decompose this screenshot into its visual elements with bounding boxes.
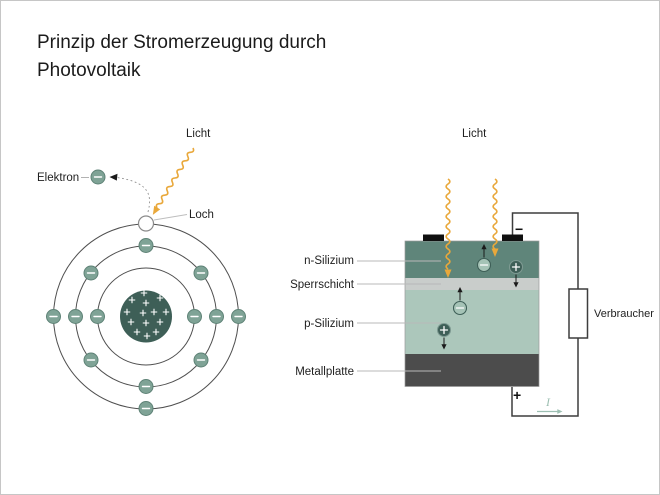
- top-contact-right: [502, 234, 523, 241]
- ray-arrowhead: [152, 205, 161, 215]
- light-ray-atom: [152, 147, 195, 215]
- hole: [137, 215, 155, 232]
- metallplatte-layer: [405, 354, 539, 387]
- ray-arrowhead: [491, 248, 499, 257]
- ray-arrowhead: [444, 269, 452, 278]
- page-title: Prinzip der Stromerzeugung durch Photovo…: [37, 32, 327, 81]
- wire-top: [511, 212, 579, 289]
- p-silizium-layer: [405, 290, 539, 354]
- nucleus-proton-plus-signs: [123, 289, 170, 340]
- plus-terminal-symbol: +: [513, 387, 522, 403]
- sperrschicht-label: Sperrschicht: [290, 278, 354, 291]
- wavy-ray: [155, 147, 195, 209]
- metallplatte-label: Metallplatte: [295, 365, 354, 378]
- atom-diagram: [46, 147, 246, 416]
- cell-electrons: [452, 257, 492, 316]
- elektron-label: Elektron: [37, 172, 80, 184]
- minus-terminal-symbol: −: [515, 221, 524, 237]
- wavy-ray-right: [492, 178, 498, 250]
- loch-pointer-line: [153, 214, 188, 221]
- sperrschicht-layer: [405, 278, 539, 290]
- cell-outline: [404, 240, 540, 387]
- n-silizium-label: n-Silizium: [304, 255, 354, 267]
- current-label: I: [546, 395, 550, 409]
- loch-label: Loch: [189, 209, 214, 221]
- atom-licht-label: Licht: [186, 128, 211, 140]
- electron-minus-signs: [49, 176, 243, 410]
- cell-licht-label: Licht: [462, 128, 487, 140]
- verbraucher-label: Verbraucher: [594, 308, 654, 320]
- top-contact-left: [423, 234, 444, 241]
- nucleus: [120, 290, 172, 343]
- wavy-ray-left: [445, 178, 451, 270]
- electron-ejection-path: [116, 177, 150, 213]
- current-arrow: [537, 409, 563, 414]
- carrier-charge-signs: [439, 262, 521, 335]
- ejection-arrowhead: [109, 173, 118, 181]
- light-rays-cell: [444, 178, 499, 278]
- carrier-arrows: [441, 244, 519, 350]
- layer-pointer-lines: [357, 260, 441, 372]
- p-silizium-label: p-Silizium: [304, 317, 354, 330]
- wire-bottom: [511, 338, 579, 417]
- circuit-wires: [511, 212, 579, 417]
- solar-cell-diagram: [357, 178, 589, 417]
- verbraucher-box: [568, 288, 589, 339]
